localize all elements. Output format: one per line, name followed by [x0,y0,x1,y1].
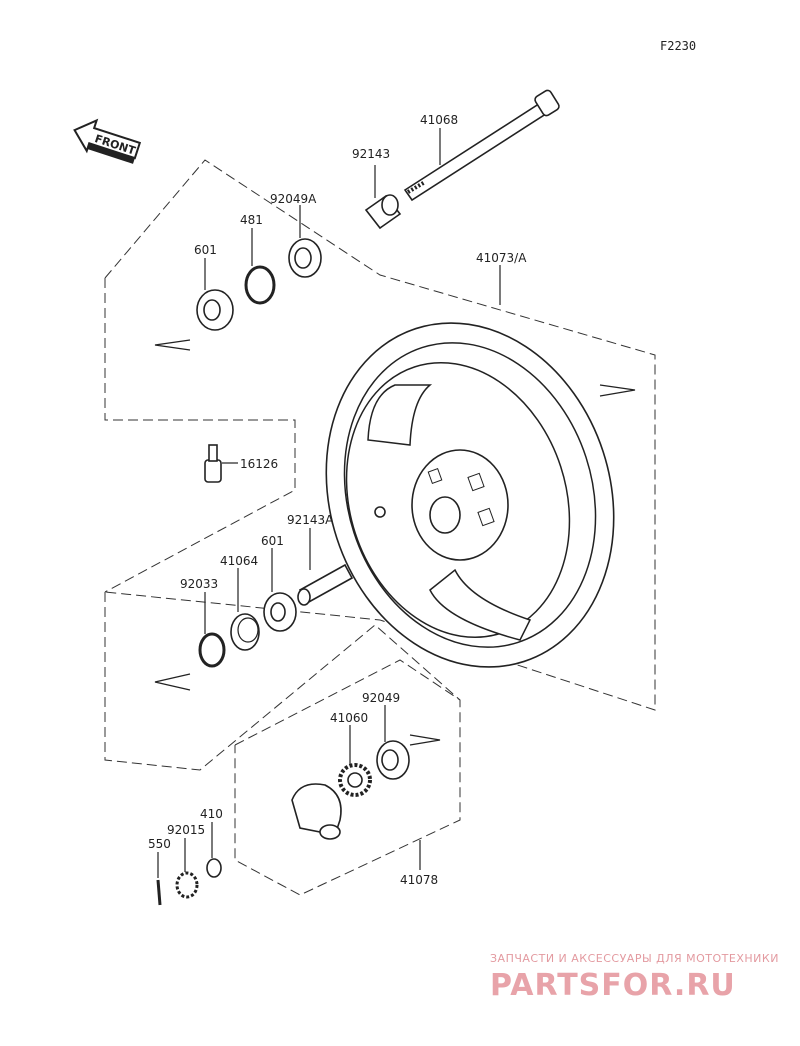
label-481: 481 [240,213,263,227]
label-41064: 41064 [220,554,258,568]
label-601-top: 601 [194,243,217,257]
washer-part [206,858,222,878]
label-41073A: 41073/A [476,251,527,265]
gear-part [338,763,372,797]
label-92015: 92015 [167,823,205,837]
group-outline-hub [104,592,461,771]
group-outline-left-step [104,278,296,593]
label-41060: 41060 [330,711,368,725]
valve-part [204,444,222,483]
guide-chevron-2 [599,384,636,397]
wheel-part [325,322,615,668]
diagram-code: F2230 [660,39,696,53]
oil-seal-part [288,238,322,278]
watermark-tagline: ЗАПЧАСТИ И АКСЕССУАРЫ ДЛЯ МОТОТЕХНИКИ [490,952,779,965]
front-arrow-icon: FRONT [73,118,142,164]
label-410: 410 [200,807,223,821]
axle-part [403,89,560,202]
label-92143: 92143 [352,147,390,161]
gear-housing-part [291,783,342,840]
group-outline-bottom [234,659,461,896]
cotter-pin-part [156,879,162,906]
watermark-logo: PARTSFOR.RU [490,968,736,1003]
label-550: 550 [148,837,171,851]
label-41068: 41068 [420,113,458,127]
guide-chevron-4 [409,734,441,746]
group-outline-top [104,159,656,711]
nut-part [175,871,199,899]
collar-part [364,194,402,230]
label-92033: 92033 [180,577,218,591]
label-41078: 41078 [400,873,438,887]
label-92049A: 92049A [270,192,317,206]
bearing-top-part [196,289,234,331]
label-92143A: 92143A [287,513,334,527]
guide-chevron-3 [154,673,191,691]
label-16126: 16126 [240,457,278,471]
label-92049: 92049 [362,691,400,705]
oil-seal-92049-part [376,740,410,780]
bearing-mid-part [263,592,297,632]
label-601-mid: 601 [261,534,284,548]
collar-a-part [297,563,354,606]
coupling-part [230,613,260,651]
circlip-part [244,265,276,305]
circlip-92033-part [198,632,226,668]
guide-chevron-1 [154,339,191,351]
